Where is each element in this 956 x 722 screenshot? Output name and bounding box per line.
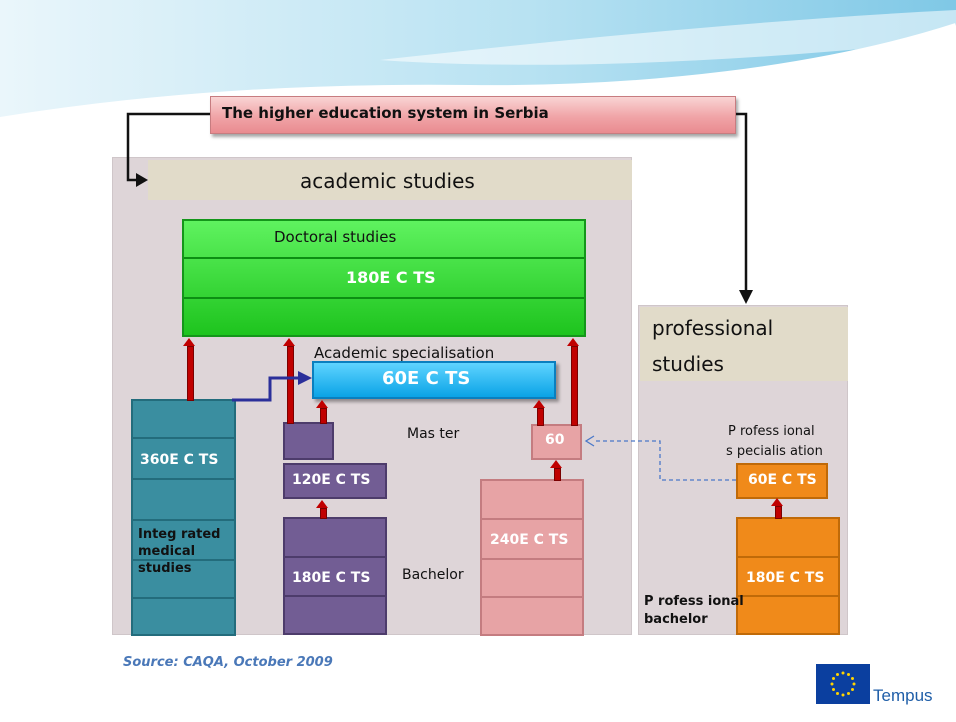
professional-bachelor-label-line1: P rofess ional [644,594,744,609]
column-row-divider [738,595,838,597]
doctoral-studies-label: Doctoral studies [274,228,397,246]
tempus-logo-text: Tempus [873,686,933,705]
professional-bachelor-label-line2: bachelor [644,612,708,627]
academic-specialisation-ects: 60E C TS [382,368,471,389]
master-top-block [283,422,334,460]
arrow-head [316,500,328,508]
master-label: Mas ter [407,426,460,442]
column-row-divider [133,597,234,599]
sixty-ects-block [531,424,582,460]
eu-stars-icon [830,671,856,697]
doctoral-studies-block [182,219,586,337]
arrow-head [183,338,195,346]
professional-bachelor-column [736,517,840,635]
arrow-sixty-to-doctoral [571,346,578,426]
doctoral-row-divider [184,297,584,299]
professional-studies-title-line1: professional [652,316,774,340]
bachelor-240-ects: 240E C TS [490,532,569,548]
arrow-prof-bachelor-to-spec [775,506,782,519]
bachelor-240-column [480,479,584,636]
diagram-title: The higher education system in Serbia [222,104,549,122]
arrow-integrated-to-doctoral [187,346,194,401]
academic-specialisation-block [312,361,556,399]
column-row-divider [133,478,234,480]
arrow-master-to-doctoral [287,346,294,424]
column-row-divider [285,595,385,597]
diagram-title-box [210,96,736,134]
sixty-ects: 60 [545,432,565,448]
professional-specialisation-ects: 60E C TS [748,472,817,488]
arrow-master-to-specialisation [320,408,327,424]
bachelor-ects: 180E C TS [292,570,371,586]
source-note: Source: CAQA, October 2009 [123,655,333,670]
academic-specialisation-label: Academic specialisation [314,344,495,362]
column-row-divider [482,596,582,598]
column-row-divider [133,519,234,521]
bachelor-label: Bachelor [402,567,464,583]
top-wave-decoration [0,0,956,123]
professional-studies-header [640,307,848,381]
arrow-head [316,400,328,408]
arrow-bachelor-to-master [320,508,327,519]
academic-studies-title: academic studies [300,169,475,193]
doctoral-row-divider [184,257,584,259]
column-row-divider [133,437,234,439]
master-ects-block [283,463,387,499]
column-row-divider [738,556,838,558]
professional-bachelor-ects: 180E C TS [746,570,825,586]
column-row-divider [482,558,582,560]
arrow-sixty-to-specialisation [537,408,544,426]
column-row-divider [133,559,234,561]
arrow-head [533,400,545,408]
professional-specialisation-label-line2: s pecialis ation [726,444,823,459]
bachelor-column [283,517,387,635]
integrated-ects: 360E C TS [140,452,219,468]
academic-studies-header [148,160,632,200]
professional-specialisation-label-line1: P rofess ional [728,424,815,439]
arrow-head [567,338,579,346]
doctoral-ects: 180E C TS [346,268,436,287]
professional-studies-title-line2: studies [652,352,724,376]
arrow-head [771,498,783,506]
arrow-head [283,338,295,346]
integrated-medical-label: Integ rated medical studies [138,527,221,576]
column-row-divider [285,556,385,558]
arrow-bachelor240-to-sixty [554,468,561,481]
master-ects: 120E C TS [292,472,371,488]
column-row-divider [482,518,582,520]
eu-flag-logo [816,664,870,704]
arrow-head [550,460,562,468]
integrated-medical-column [131,399,236,636]
